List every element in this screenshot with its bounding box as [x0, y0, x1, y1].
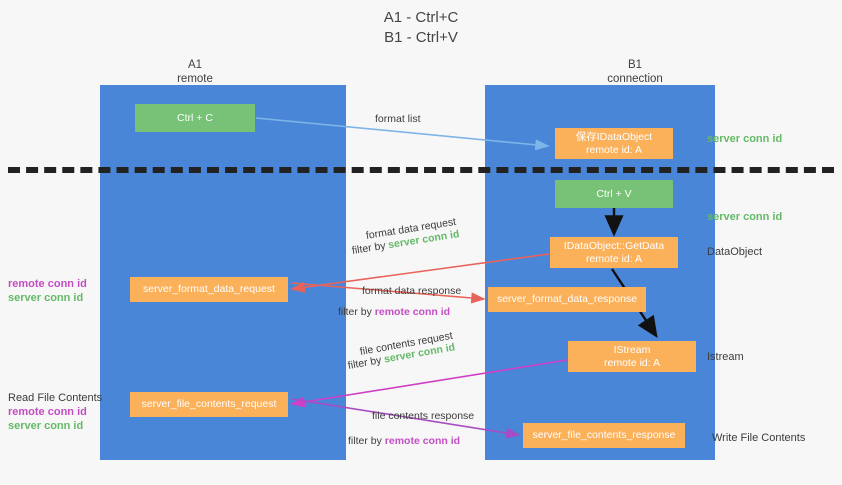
column-a1-name: A1 [187, 59, 203, 71]
box-getdata-line2: remote id: A [585, 252, 643, 265]
column-a1-role: remote [177, 73, 213, 85]
box-istream-line2: remote id: A [603, 356, 661, 369]
box-server-format-data-response[interactable]: server_format_data_response [488, 287, 646, 312]
box-server-file-contents-response-label: server_file_contents_response [532, 429, 676, 441]
box-ctrl-c-label: Ctrl + C [177, 111, 213, 124]
annotation-write-file-contents: Write File Contents [712, 432, 806, 444]
box-save-idataobject-line1: 保存IDataObject [575, 130, 653, 143]
annotation-istream: Istream [707, 351, 744, 363]
box-idataobject-getdata[interactable]: IDataObject::GetData remote id: A [550, 237, 678, 268]
column-b1-role: connection [607, 73, 663, 85]
edge-label-file-contents-response-filter: filter by remote conn id [348, 434, 460, 448]
annotation-server-conn-id-mid: server conn id [707, 211, 783, 223]
filter-prefix: filter by [348, 435, 385, 447]
annotation-remote-conn-id-2: remote conn id [8, 406, 87, 418]
annotation-conn-id-group-bottom: Read File Contents remote conn id server… [8, 391, 106, 433]
box-istream-line1: IStream [613, 343, 651, 356]
filter-key-remote-conn-id: remote conn id [384, 435, 461, 447]
edge-label-format-data-response-text: format data response [362, 285, 462, 297]
box-ctrl-v[interactable]: Ctrl + V [555, 180, 673, 208]
column-b1-name: B1 [627, 59, 643, 71]
annotation-conn-id-group-top: remote conn id server conn id [8, 277, 96, 305]
wire-file-contents-response [291, 398, 521, 439]
edge-label-format-list: format list [375, 112, 421, 126]
column-header-b1: B1 connection [560, 58, 710, 86]
box-server-file-contents-response[interactable]: server_file_contents_response [523, 423, 685, 448]
box-istream[interactable]: IStream remote id: A [568, 341, 696, 372]
wire-format-data-request [290, 253, 550, 293]
filter-key-remote-conn-id: remote conn id [374, 306, 451, 318]
diagram-title: A1 - Ctrl+C B1 - Ctrl+V [0, 8, 842, 48]
edge-label-file-contents-response-line1: file contents response [372, 409, 474, 423]
annotation-read-file-contents: Read File Contents [8, 392, 103, 404]
filter-prefix: filter by [338, 306, 375, 318]
edge-label-format-data-response-filter: filter by remote conn id [338, 305, 450, 319]
edge-label-format-list-text: format list [375, 113, 421, 125]
box-server-format-data-response-label: server_format_data_response [496, 293, 638, 305]
annotation-server-conn-id-top: server conn id [707, 133, 783, 145]
annotation-remote-conn-id-1: remote conn id [8, 278, 87, 290]
wire-format-data-response [291, 282, 486, 304]
annotation-server-conn-id-2: server conn id [8, 420, 84, 432]
box-save-idataobject[interactable]: 保存IDataObject remote id: A [555, 128, 673, 159]
box-server-file-contents-request[interactable]: server_file_contents_request [130, 392, 288, 417]
edge-label-format-data-response-line1: format data response [362, 284, 461, 298]
box-server-file-contents-request-label: server_file_contents_request [141, 398, 277, 410]
box-server-format-data-request-label: server_format_data_request [143, 283, 275, 295]
phase-divider-dashed-line [8, 167, 834, 173]
wire-format-list [255, 117, 550, 151]
annotation-server-conn-id-1: server conn id [8, 292, 84, 304]
box-server-format-data-request[interactable]: server_format_data_request [130, 277, 288, 302]
column-header-a1: A1 remote [120, 58, 270, 86]
box-save-idataobject-line2: remote id: A [585, 143, 643, 156]
title-line-2: B1 - Ctrl+V [384, 29, 458, 46]
title-line-1: A1 - Ctrl+C [383, 9, 459, 26]
box-getdata-line1: IDataObject::GetData [563, 239, 665, 252]
edge-label-file-contents-response-text: file contents response [372, 410, 475, 422]
annotation-dataobject: DataObject [707, 246, 763, 258]
wire-file-contents-request [290, 359, 568, 408]
box-ctrl-c[interactable]: Ctrl + C [135, 104, 255, 132]
box-ctrl-v-label: Ctrl + V [596, 187, 632, 200]
